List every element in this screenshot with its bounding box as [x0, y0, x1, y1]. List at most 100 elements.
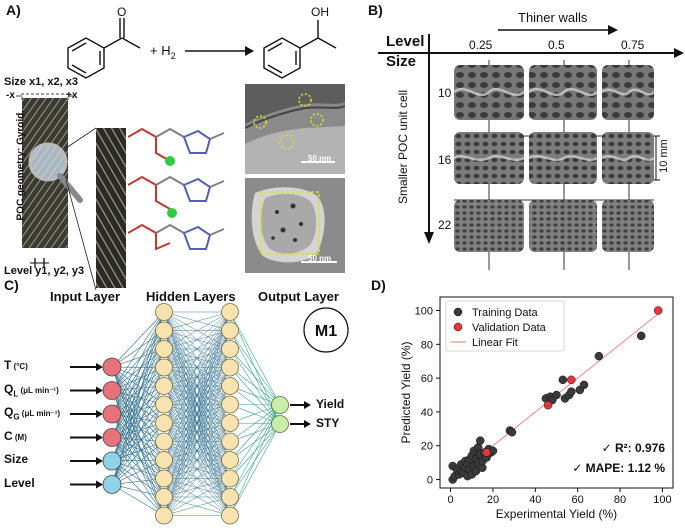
level-value-2: 0.75 — [621, 38, 645, 52]
output-arrow-head — [304, 401, 311, 409]
edge — [111, 413, 165, 498]
edge — [111, 385, 165, 462]
reaction-scheme: O + H2 OH — [67, 5, 337, 79]
size-value-1: 16 — [438, 153, 452, 167]
edge — [111, 460, 165, 498]
hidden-node — [221, 414, 239, 432]
y-tick-label: 100 — [415, 306, 433, 318]
output-label: Yield — [316, 397, 345, 411]
input-label: T (°C) — [4, 358, 28, 372]
size-header: Size — [386, 53, 417, 70]
legend-marker — [453, 307, 463, 317]
hidden-node — [155, 451, 173, 469]
edge — [111, 413, 165, 442]
input-label: QG (μL min⁻¹) — [4, 405, 61, 422]
edge — [111, 311, 165, 391]
scale-bar-top-label: 50 nm — [308, 154, 332, 163]
y-tick-label: 40 — [421, 407, 433, 419]
smaller-unit-cell-label: Smaller POC unit cell — [396, 89, 410, 205]
panel-b-label: B) — [368, 2, 383, 18]
edge — [111, 311, 165, 485]
edge — [111, 404, 165, 485]
data-point — [579, 380, 589, 390]
edge — [163, 422, 231, 516]
hidden-node — [155, 395, 173, 414]
edge — [229, 404, 281, 442]
hidden-node — [221, 395, 239, 414]
x-tick-label: 20 — [487, 494, 499, 506]
input-node — [102, 357, 122, 377]
scale-10mm-label: 10 mm — [658, 139, 670, 173]
output-node — [271, 415, 289, 433]
hidden-layers-title: Hidden Layers — [146, 289, 236, 304]
edge — [163, 441, 231, 516]
x-tick-label: 100 — [653, 494, 671, 506]
edge — [111, 348, 165, 415]
edge — [111, 367, 165, 415]
panel-c: C) Input Layer Hidden Layers Output Laye… — [0, 275, 370, 532]
edge — [111, 460, 165, 516]
input-label: QL (μL min⁻¹) — [4, 381, 59, 398]
input-node — [102, 381, 122, 400]
edge — [111, 330, 165, 415]
edge — [163, 311, 231, 442]
y-tick-label: 0 — [427, 475, 433, 487]
level-value-1: 0.5 — [548, 38, 565, 52]
data-point — [567, 375, 576, 385]
poc-molecule-sketch — [128, 127, 225, 251]
input-arrow-head — [96, 410, 103, 418]
svg-text:O: O — [117, 5, 126, 19]
data-point — [558, 375, 568, 385]
input-node — [102, 428, 122, 447]
input-node — [102, 404, 122, 424]
input-arrow-head — [96, 457, 103, 465]
input-layer-title: Input Layer — [50, 289, 121, 304]
input-arrow-head — [96, 363, 103, 371]
edge — [111, 404, 165, 438]
edge — [163, 311, 231, 387]
hidden-node — [155, 321, 173, 340]
hidden-node — [221, 303, 239, 321]
gyroid-column-figure — [16, 93, 126, 290]
hidden-node — [155, 358, 173, 377]
edge — [111, 437, 165, 498]
x-tick-label: 0 — [448, 494, 454, 506]
edge — [229, 348, 281, 406]
edge — [163, 311, 231, 424]
edge — [111, 441, 165, 485]
edge — [229, 404, 281, 498]
hidden-node — [221, 321, 239, 340]
hidden-node — [155, 432, 173, 451]
scale-bar-bottom-label: 50 nm — [308, 254, 332, 263]
edge — [229, 404, 281, 479]
edge — [229, 367, 281, 406]
data-point — [636, 331, 646, 341]
panel-d-label: D) — [371, 277, 386, 293]
edge — [163, 311, 231, 350]
hidden-node — [221, 488, 239, 506]
minus-x-label: -x — [6, 90, 15, 101]
edge — [163, 311, 231, 405]
input-node — [102, 475, 122, 494]
data-point — [567, 387, 576, 396]
geometry-label: POC geometry: Gyroid. — [15, 109, 27, 221]
level-header: Level — [386, 33, 425, 50]
edge — [111, 311, 165, 368]
hidden-node — [221, 432, 239, 451]
thinner-walls-label: Thiner walls — [518, 10, 588, 25]
hidden-node — [221, 377, 239, 395]
input-arrow-head — [96, 386, 103, 395]
panel-a-label: A) — [6, 2, 21, 18]
edge — [111, 422, 165, 462]
edge — [111, 437, 165, 461]
metric-annotation: ✓ MAPE: 1.12 % — [572, 461, 665, 475]
product-oh: OH — [311, 5, 329, 19]
edge — [111, 385, 165, 485]
edge — [163, 311, 231, 331]
edge — [111, 437, 165, 479]
edge — [111, 385, 165, 415]
hidden-node — [155, 488, 173, 506]
edge — [163, 404, 231, 516]
edge — [111, 385, 165, 438]
